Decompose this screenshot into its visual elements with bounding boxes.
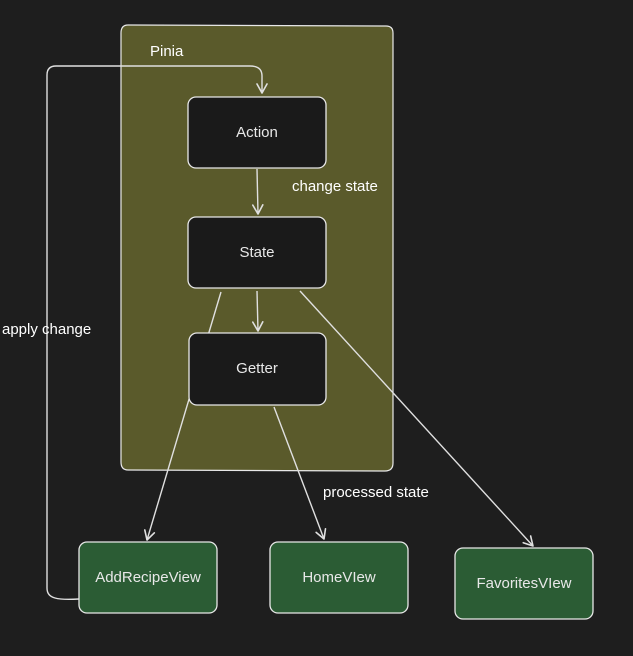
node-home-view-label: HomeVIew — [302, 569, 376, 586]
edge-label-change-state: change state — [292, 178, 378, 195]
node-getter[interactable]: Getter — [188, 332, 327, 406]
edge-state-to-getter — [251, 290, 264, 332]
edge-apply-change — [46, 65, 268, 601]
edge-label-apply-change: apply change — [2, 321, 91, 338]
edge-getter-to-homeview — [273, 406, 327, 540]
edges — [46, 65, 534, 601]
node-state-label: State — [239, 244, 274, 261]
node-getter-label: Getter — [236, 360, 278, 377]
node-add-recipe-view[interactable]: AddRecipeView — [78, 541, 218, 614]
node-favorites-view-label: FavoritesVIew — [476, 575, 571, 592]
edge-action-to-state — [252, 168, 264, 215]
node-state[interactable]: State — [187, 216, 327, 289]
node-home-view[interactable]: HomeVIew — [269, 541, 409, 614]
node-action-label: Action — [236, 124, 278, 141]
pinia-group-label: Pinia — [150, 43, 184, 60]
edge-state-to-favoritesview — [299, 290, 534, 547]
edge-label-processed-state: processed state — [323, 484, 429, 501]
node-favorites-view[interactable]: FavoritesVIew — [454, 547, 594, 620]
node-action[interactable]: Action — [187, 96, 327, 169]
node-add-recipe-view-label: AddRecipeView — [95, 569, 201, 586]
